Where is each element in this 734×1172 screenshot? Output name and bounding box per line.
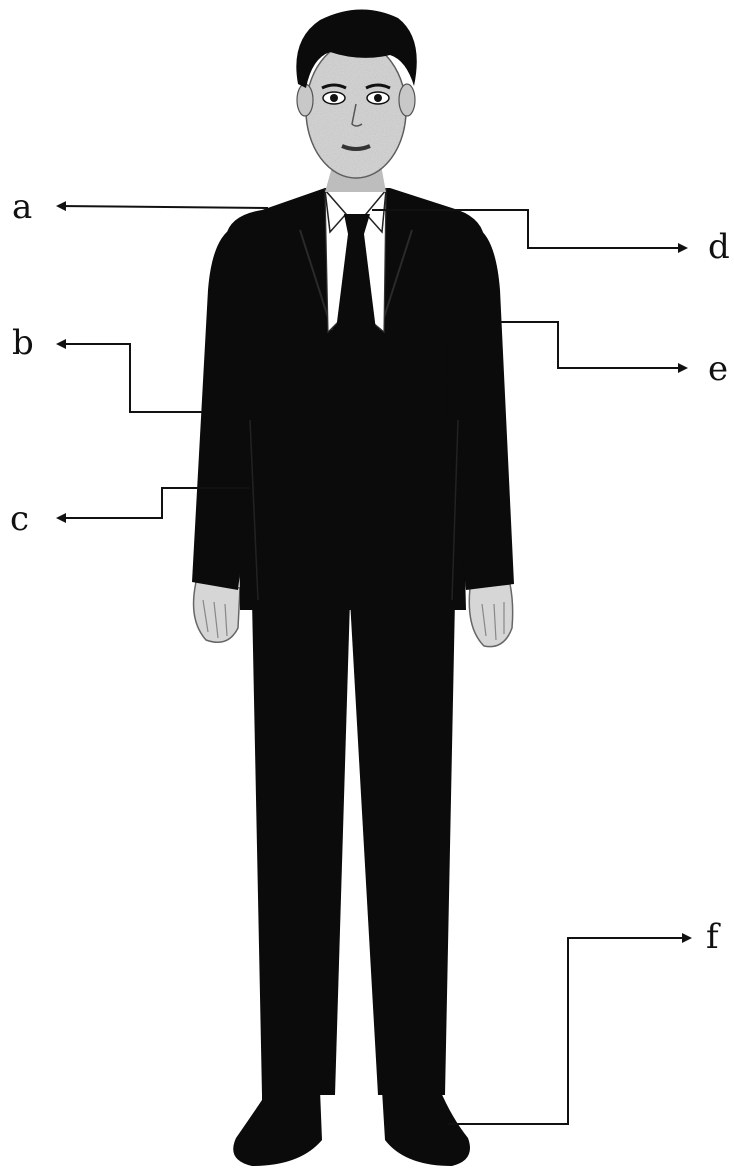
head <box>296 9 416 178</box>
callout-label-f: f <box>706 920 719 954</box>
callout-label-c: c <box>10 502 29 536</box>
callout-label-e: e <box>708 352 728 386</box>
callout-line-a <box>58 206 268 208</box>
callout-label-d: d <box>708 230 730 264</box>
callout-label-a: a <box>12 190 32 224</box>
callout-line-f <box>448 938 690 1124</box>
callout-label-b: b <box>12 326 34 360</box>
callout-line-b <box>58 344 202 412</box>
callout-line-e <box>500 322 686 368</box>
shoes <box>233 1090 470 1166</box>
trousers <box>252 600 455 1095</box>
